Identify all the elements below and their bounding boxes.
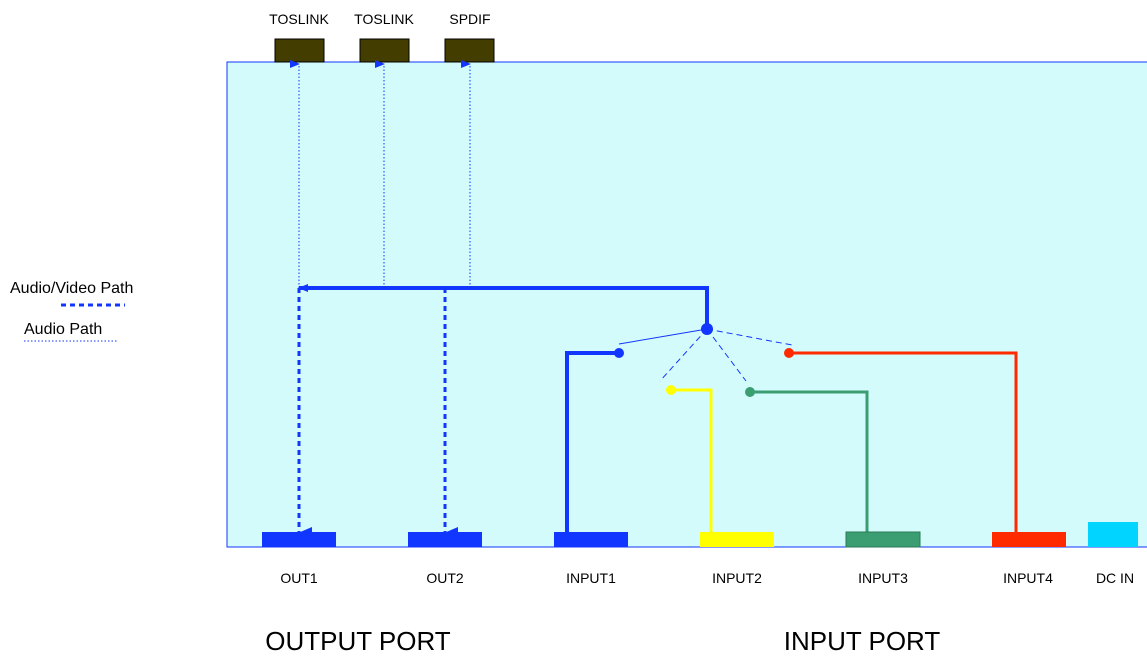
input3-path	[750, 390, 869, 533]
input2-node	[666, 385, 676, 395]
spdif-connector	[444, 38, 495, 63]
switch-option-input3	[706, 328, 747, 382]
toslink-1-connector	[274, 38, 325, 63]
out1-port	[262, 532, 336, 547]
toslink-2-connector	[359, 38, 410, 63]
input1-port	[554, 532, 628, 547]
input3-node	[745, 387, 755, 397]
input3-port	[845, 531, 921, 548]
input4-node	[784, 348, 794, 358]
toslink-1-label: TOSLINK	[269, 11, 329, 27]
switch-option-input4	[706, 328, 793, 346]
switch-active-line	[618, 328, 708, 345]
dc-in-port	[1088, 522, 1138, 547]
input2-path	[671, 388, 713, 533]
input1-path	[565, 351, 619, 533]
input-port-section-label: INPUT PORT	[784, 626, 941, 656]
switch-option-input2	[659, 328, 708, 382]
out2-label: OUT2	[426, 570, 464, 586]
legend-av-path-label: Audio/Video Path	[10, 280, 133, 297]
dc-in-label: DC IN	[1096, 570, 1134, 586]
input2-label: INPUT2	[712, 570, 762, 586]
input4-port	[992, 532, 1066, 547]
input3-label: INPUT3	[858, 570, 908, 586]
input4-label: INPUT4	[1003, 570, 1053, 586]
toslink-2-label: TOSLINK	[354, 11, 414, 27]
output-port-section-label: OUTPUT PORT	[265, 626, 451, 656]
legend-audio-path-label: Audio Path	[24, 321, 102, 338]
input2-port	[700, 532, 774, 547]
spdif-label: SPDIF	[449, 11, 490, 27]
av-bus-line	[299, 286, 709, 329]
input4-path	[789, 351, 1018, 533]
out1-label: OUT1	[280, 570, 318, 586]
input1-node	[614, 348, 624, 358]
out2-port	[408, 532, 482, 547]
device-panel	[226, 61, 1147, 548]
input1-label: INPUT1	[566, 570, 616, 586]
